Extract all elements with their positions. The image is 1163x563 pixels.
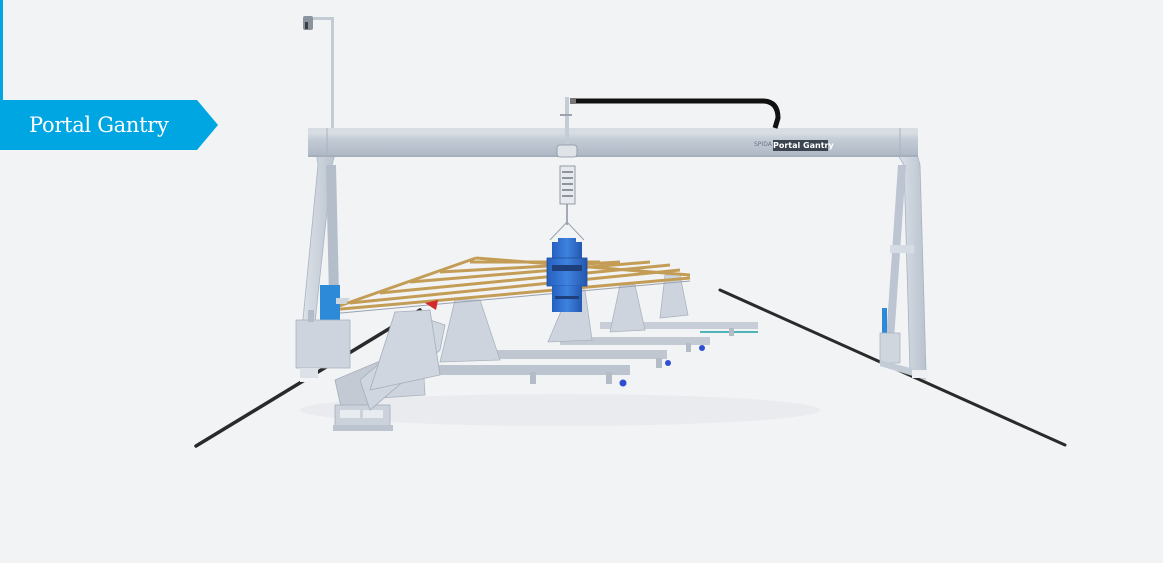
gantry-main-beam [308,128,918,157]
gantry-left-leg [295,149,351,382]
gantry-right-leg [879,149,928,380]
section-label-banner: Portal Gantry [0,100,218,150]
accent-line [0,0,3,101]
cable-energy-chain [570,98,781,129]
banner-arrow-shape [0,100,218,150]
banner-title: Portal Gantry [29,113,169,137]
camera-mast [303,16,334,130]
hoist-trolley [546,97,588,312]
beam-brand-logo: SPIDA [754,141,772,148]
beam-name-plate: Portal Gantry [773,140,834,151]
front-support [369,309,441,391]
